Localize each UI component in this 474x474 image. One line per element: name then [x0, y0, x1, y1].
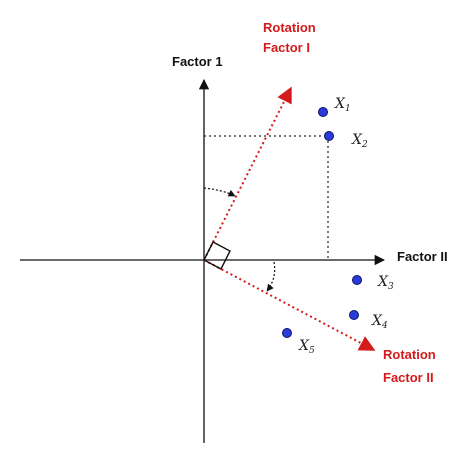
rotation-arc-factor1 — [203, 187, 236, 197]
data-point-x4 — [349, 310, 359, 320]
rotation-factor1-label-line2: Factor I — [263, 40, 310, 55]
point-label-x4: X4 — [371, 313, 388, 331]
point-label-x1: X1 — [334, 96, 351, 114]
right-angle-marker — [203, 241, 231, 270]
rotation-arc-factor2 — [266, 261, 276, 292]
data-point-x2 — [324, 131, 334, 141]
rotation-factor2-label-line2: Factor II — [383, 370, 434, 385]
factor1-axis-label: Factor 1 — [172, 54, 223, 69]
data-point-x5 — [282, 328, 292, 338]
data-point-x3 — [352, 275, 362, 285]
point-label-x5: X5 — [298, 338, 315, 356]
rotation-factor1-axis — [203, 86, 292, 261]
point-label-x2: X2 — [351, 132, 368, 150]
point-label-x3: X3 — [377, 274, 394, 292]
data-point-x1 — [318, 107, 328, 117]
rotation-factor2-label-line1: Rotation — [383, 347, 436, 362]
rotation-factor1-label-line1: Rotation — [263, 20, 316, 35]
rotation-factor2-axis — [203, 259, 376, 351]
factor2-axis-label: Factor II — [397, 249, 448, 264]
